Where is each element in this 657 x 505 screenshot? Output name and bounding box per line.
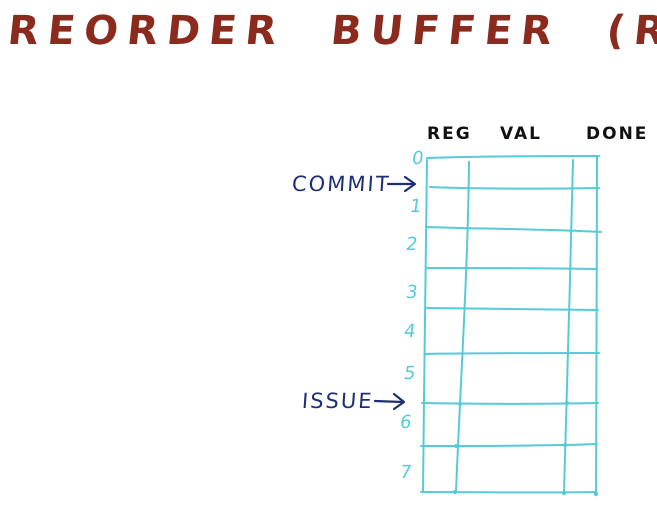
grid-row-line <box>420 443 598 447</box>
commit-arrow-icon <box>386 175 417 193</box>
grid-left-border <box>422 159 428 493</box>
grid-row-line <box>426 267 597 270</box>
grid-divider-reg-val <box>455 161 470 493</box>
grid-row-line <box>429 186 600 190</box>
grid-row-line <box>426 226 602 233</box>
issue-pointer-label: ISSUE <box>301 389 375 413</box>
column-header-reg: REG <box>427 124 472 144</box>
grid-divider-val-done <box>563 159 574 494</box>
commit-pointer-label: COMMIT <box>291 172 392 196</box>
column-header-done: DONE <box>586 124 649 144</box>
grid-row-line <box>426 307 599 311</box>
grid-right-border <box>595 156 598 495</box>
grid-row-line <box>424 352 600 355</box>
grid-top-border <box>426 155 600 159</box>
grid-row-line <box>421 402 599 405</box>
issue-arrow-icon <box>373 392 406 411</box>
column-header-val: VAL <box>500 124 542 144</box>
